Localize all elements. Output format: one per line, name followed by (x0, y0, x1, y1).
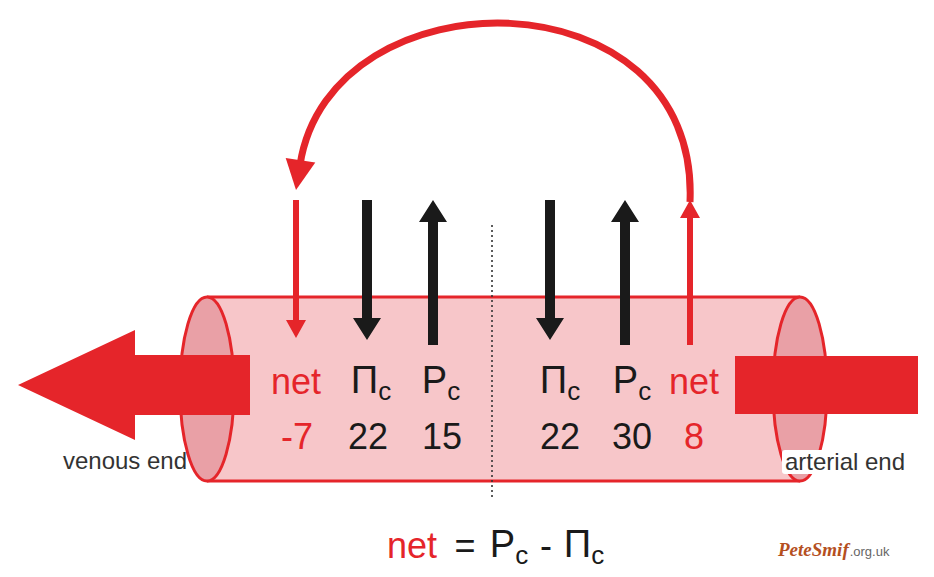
text-slot: 15 (422, 419, 462, 455)
net-label: net (669, 364, 719, 400)
formula-sign: = (454, 528, 475, 564)
formula-term: Pc (490, 525, 528, 568)
pressure-value: 22 (540, 419, 580, 455)
text-slot: net (669, 364, 719, 400)
end-label: venous end (63, 449, 187, 473)
midline (491, 225, 493, 497)
watermark: .org.uk (850, 545, 890, 558)
text-slot: venous end (63, 449, 187, 473)
net-filtration-arrow (680, 200, 700, 345)
pressure-value: 30 (612, 419, 652, 455)
text-slot: 22 (348, 419, 388, 455)
hydrostatic-symbol: Pc (422, 361, 460, 404)
arterial-flow-bar (735, 356, 918, 414)
text-slot: 30 (612, 419, 652, 455)
watermark: PeteSmif (778, 540, 849, 559)
text-slot: arterial end (782, 450, 908, 474)
formula-sign: - (540, 528, 552, 564)
capillary-wall (207, 480, 800, 483)
text-slot: 8 (684, 419, 704, 455)
text-slot: net (387, 528, 437, 564)
net-value: 8 (684, 419, 704, 455)
hydrostatic-symbol: Pc (613, 361, 651, 404)
oncotic-symbol: Πc (540, 361, 580, 404)
formula-term: net (387, 528, 437, 564)
text-slot: Πc (351, 361, 391, 404)
text-slot: .org.uk (850, 545, 890, 558)
text-slot: net (271, 364, 321, 400)
return-curve-arrow (300, 23, 690, 202)
text-slot: Πc (564, 525, 604, 568)
text-slot: - (540, 528, 552, 564)
net-label: net (271, 364, 321, 400)
text-slot: PeteSmif (778, 540, 849, 559)
text-slot: Πc (540, 361, 580, 404)
text-slot: Pc (613, 361, 651, 404)
pressure-value: 15 (422, 419, 462, 455)
venous-flow-arrow (18, 330, 250, 440)
formula-term: Πc (564, 525, 604, 568)
net-absorption-arrow (286, 200, 306, 338)
hydrostatic-arrow (611, 200, 639, 345)
text-slot: Pc (490, 525, 528, 568)
text-slot: -7 (281, 419, 313, 455)
return-arrowhead (286, 158, 316, 190)
capillary-tube: netΠcPcΠcPcnet-7221522308 (177, 294, 831, 484)
text-slot: 22 (540, 419, 580, 455)
oncotic-symbol: Πc (351, 361, 391, 404)
text-slot: = (454, 528, 475, 564)
hydrostatic-arrow (419, 200, 447, 345)
text-slot: Pc (422, 361, 460, 404)
net-value: -7 (281, 419, 313, 455)
oncotic-arrow (353, 200, 381, 340)
oncotic-arrow (536, 200, 564, 340)
pressure-value: 22 (348, 419, 388, 455)
end-label: arterial end (782, 450, 908, 474)
